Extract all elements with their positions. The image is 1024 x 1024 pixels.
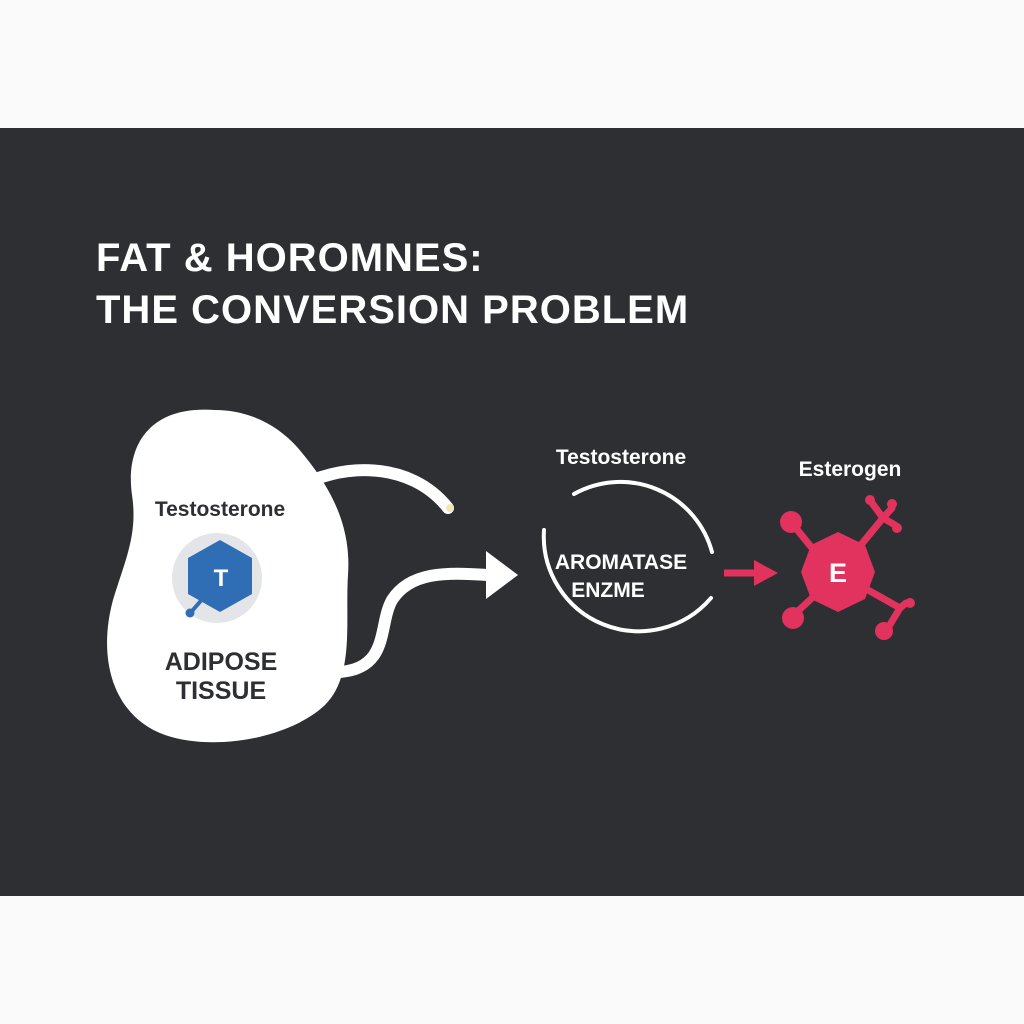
enzyme-label-line-2: ENZME xyxy=(571,579,645,602)
enzyme-testosterone-label: Testosterone xyxy=(556,446,686,469)
title-line-1: FAT & HOROMNES: xyxy=(96,236,484,280)
testosterone-badge-letter: T xyxy=(214,565,229,592)
lower-flow-arrow xyxy=(334,567,494,678)
enzyme-label-line-1: AROMATASE xyxy=(555,551,687,574)
upper-flow-arrow-end xyxy=(446,504,454,512)
estrogen-molecule-icon xyxy=(791,499,910,632)
conversion-arrow xyxy=(724,560,778,586)
adipose-label-line-2: TISSUE xyxy=(176,677,266,705)
estrogen-molecule-nodes xyxy=(780,495,915,640)
testosterone-molecule-icon: T xyxy=(172,533,262,623)
estrogen-badge-letter: E xyxy=(829,558,847,588)
adipose-label-line-1: ADIPOSE xyxy=(165,648,278,676)
tissue-testosterone-label: Testosterone xyxy=(155,498,285,521)
page-title: FAT & HOROMNES: THE CONVERSION PROBLEM xyxy=(96,232,689,336)
estrogen-label: Esterogen xyxy=(799,458,902,481)
lower-flow-arrowhead xyxy=(486,551,518,599)
aromatase-enzyme-ring xyxy=(541,479,714,634)
title-line-2: THE CONVERSION PROBLEM xyxy=(96,288,690,332)
upper-flow-arrow xyxy=(286,464,454,514)
